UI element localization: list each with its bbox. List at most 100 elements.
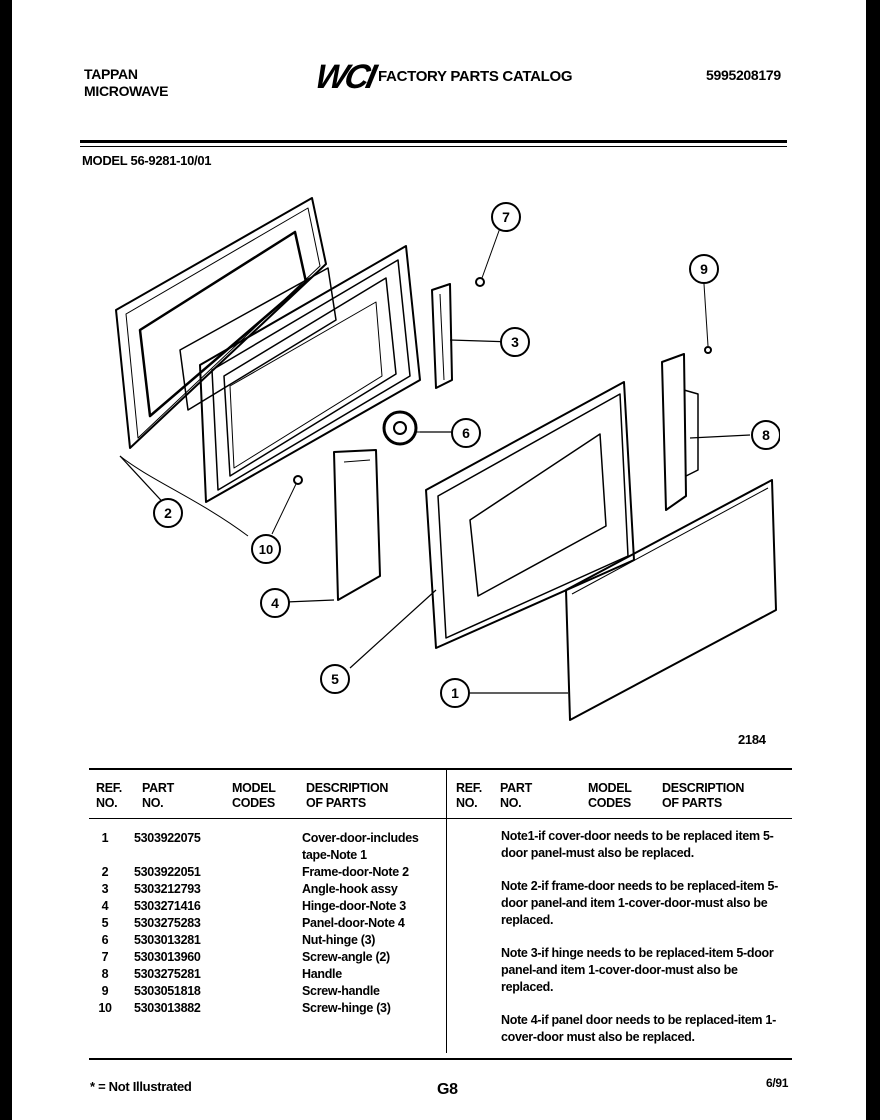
header-ref-line1: REF. bbox=[96, 781, 122, 795]
hinge-door-drawing bbox=[333, 449, 381, 601]
screw-angle-drawing bbox=[475, 277, 485, 287]
row-ref: 4 bbox=[101, 899, 109, 913]
callout-7: 7 bbox=[502, 209, 510, 225]
row-desc: Nut-hinge (3) bbox=[302, 933, 376, 947]
header-ref-line2: NO. bbox=[96, 796, 118, 810]
header-part-right-line2: NO. bbox=[500, 796, 522, 810]
row-desc: Hinge-door-Note 3 bbox=[302, 899, 406, 913]
header-ref-right-line1: REF. bbox=[456, 781, 482, 795]
note-3: Note 3-if hinge needs to be replaced-ite… bbox=[501, 946, 774, 994]
header-ref-right: REF. NO. bbox=[456, 781, 482, 811]
row-desc: Screw-angle (2) bbox=[302, 950, 390, 964]
handle-drawing bbox=[661, 353, 699, 511]
row-part: 5303275281 bbox=[134, 967, 201, 981]
row-part: 5303922075 bbox=[134, 831, 201, 845]
angle-hook-drawing bbox=[431, 283, 453, 389]
door-choke-sheet bbox=[179, 267, 337, 411]
row-ref: 3 bbox=[101, 882, 109, 896]
row-ref: 7 bbox=[101, 950, 109, 964]
callout-4: 4 bbox=[271, 595, 279, 611]
row-desc: Angle-hook assy bbox=[302, 882, 398, 896]
callout-2: 2 bbox=[164, 505, 172, 521]
header-desc-right-line1: DESCRIPTION bbox=[662, 781, 745, 795]
note-2: Note 2-if frame-door needs to be replace… bbox=[501, 879, 779, 927]
row-desc: Frame-door-Note 2 bbox=[302, 865, 409, 879]
ref-column: 1 2 3 4 5 6 7 8 9 10 bbox=[96, 830, 114, 1017]
row-desc: Screw-handle bbox=[302, 984, 380, 998]
header-part-right: PART NO. bbox=[500, 781, 532, 811]
row-ref: 6 bbox=[101, 933, 109, 947]
wci-logo: WCI bbox=[311, 58, 378, 96]
row-ref: 8 bbox=[101, 967, 109, 981]
callout-1: 1 bbox=[451, 685, 459, 701]
callout-3: 3 bbox=[511, 334, 519, 350]
callout-circles bbox=[153, 202, 780, 708]
mesh-window-drawing bbox=[229, 301, 383, 469]
header-desc-right-line2: OF PARTS bbox=[662, 796, 722, 810]
row-ref: 1 bbox=[101, 831, 109, 845]
table-bottom-rule bbox=[89, 1058, 792, 1060]
header-model-line2: CODES bbox=[232, 796, 275, 810]
row-part: 5303275283 bbox=[134, 916, 201, 930]
page-number: G8 bbox=[437, 1081, 458, 1098]
header-part-right-line1: PART bbox=[500, 781, 532, 795]
header-ref-right-line2: NO. bbox=[456, 796, 478, 810]
row-part: 5303212793 bbox=[134, 882, 201, 896]
row-desc: Cover-door-includes bbox=[302, 831, 419, 845]
row-ref: 9 bbox=[101, 984, 109, 998]
header-model-right: MODEL CODES bbox=[588, 781, 632, 811]
row-ref: 5 bbox=[101, 916, 109, 930]
callout-6: 6 bbox=[462, 425, 470, 441]
row-part bbox=[134, 847, 201, 864]
part-column: 5303922075 5303922051 5303212793 5303271416… bbox=[134, 830, 201, 1017]
row-ref: 2 bbox=[101, 865, 109, 879]
notes-column: Note1-if cover-door needs to be replaced… bbox=[501, 828, 781, 1062]
header-model-right-line1: MODEL bbox=[588, 781, 632, 795]
row-ref: 10 bbox=[98, 1001, 112, 1015]
scan-edge-left bbox=[0, 0, 12, 1120]
header-part: PART NO. bbox=[142, 781, 174, 811]
table-column-divider bbox=[446, 768, 447, 1053]
row-desc: Handle bbox=[302, 967, 342, 981]
screw-handle-drawing bbox=[704, 346, 712, 354]
catalog-title: FACTORY PARTS CATALOG bbox=[378, 68, 573, 85]
row-part: 5303013281 bbox=[134, 933, 201, 947]
header-part-line1: PART bbox=[142, 781, 174, 795]
row-desc: Panel-door-Note 4 bbox=[302, 916, 405, 930]
brand-line-1: TAPPAN bbox=[84, 66, 138, 82]
row-part: 5303922051 bbox=[134, 865, 201, 879]
table-header-rule bbox=[89, 818, 792, 819]
callout-10: 10 bbox=[259, 542, 273, 557]
print-date: 6/91 bbox=[766, 1076, 789, 1090]
drawing-number: 2184 bbox=[738, 732, 766, 747]
note-1: Note1-if cover-door needs to be replaced… bbox=[501, 829, 774, 860]
table-top-rule bbox=[89, 768, 792, 770]
brand-line-2: MICROWAVE bbox=[84, 83, 169, 99]
note-4: Note 4-if panel door needs to be replace… bbox=[501, 1013, 776, 1044]
header-part-line2: NO. bbox=[142, 796, 164, 810]
catalog-number: 5995208179 bbox=[706, 67, 781, 83]
row-part: 5303013960 bbox=[134, 950, 201, 964]
header-desc-line2: OF PARTS bbox=[306, 796, 366, 810]
brand-block: TAPPAN MICROWAVE bbox=[84, 66, 168, 100]
screw-hinge-drawing bbox=[293, 475, 303, 485]
scan-edge-right bbox=[866, 0, 880, 1120]
header-model-line1: MODEL bbox=[232, 781, 276, 795]
callout-9: 9 bbox=[700, 261, 708, 277]
row-desc: Screw-hinge (3) bbox=[302, 1001, 391, 1015]
nut-hinge-drawing bbox=[382, 410, 418, 446]
header-model: MODEL CODES bbox=[232, 781, 276, 811]
row-part: 5303013882 bbox=[134, 1001, 201, 1015]
row-part: 5303271416 bbox=[134, 899, 201, 913]
header-rule-thin bbox=[80, 146, 787, 147]
callout-8: 8 bbox=[762, 427, 770, 443]
callout-5: 5 bbox=[331, 671, 339, 687]
model-number: MODEL 56-9281-10/01 bbox=[82, 153, 212, 168]
row-ref bbox=[96, 847, 114, 864]
header-desc-right: DESCRIPTION OF PARTS bbox=[662, 781, 744, 811]
cover-door-back-drawing bbox=[115, 197, 327, 449]
row-part: 5303051818 bbox=[134, 984, 201, 998]
exploded-parts-diagram: 1 2 3 4 5 6 7 8 9 10 bbox=[115, 197, 780, 721]
cover-door-front-drawing bbox=[565, 479, 777, 721]
